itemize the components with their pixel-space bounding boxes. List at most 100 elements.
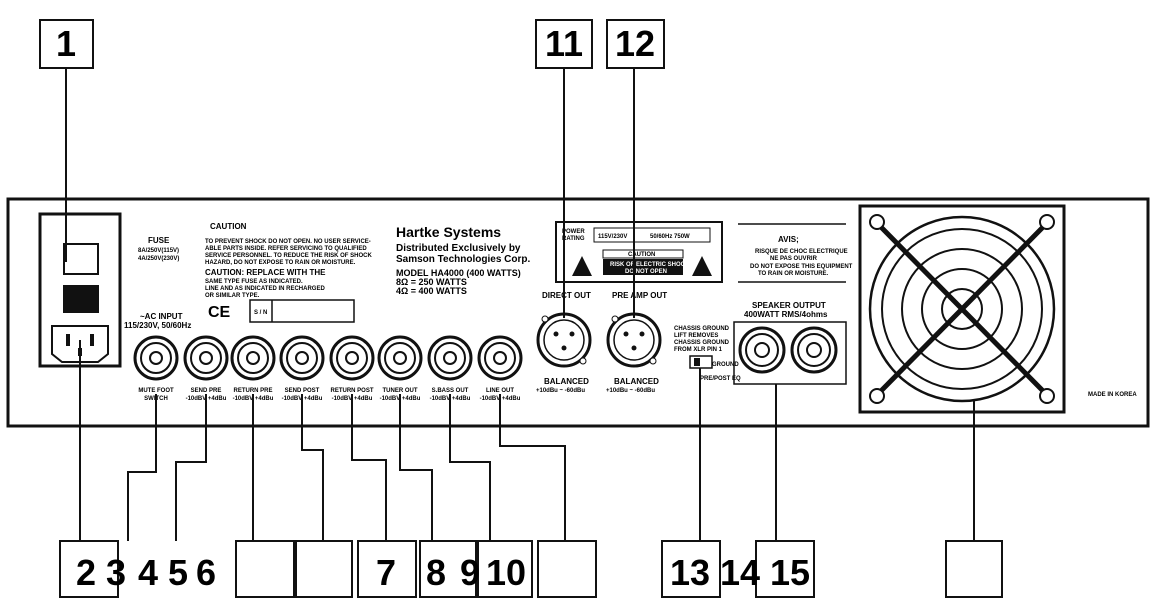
direct-out-xlr[interactable]	[536, 312, 592, 368]
caution-replace-3: OR SIMILAR TYPE.	[205, 293, 260, 299]
jack-7-label: S.BASS OUT	[432, 388, 469, 394]
caution-replace-1: SAME TYPE FUSE AS INDICATED.	[205, 279, 303, 285]
callout-box-6	[477, 540, 533, 598]
bottom-callout-13-label: 13	[670, 552, 710, 593]
jack-4-label: SEND POST	[285, 388, 320, 394]
callout-box-7	[537, 540, 597, 598]
power-label-2: RATING	[562, 236, 585, 242]
avis-line-1: RISQUE DE CHOC ELECTRIQUE	[755, 249, 848, 255]
jack-5[interactable]	[329, 335, 375, 381]
ce-mark: CE	[208, 304, 231, 321]
warning-line-2: DO NOT OPEN	[625, 269, 667, 275]
power-label-1: POWER	[562, 229, 585, 235]
callout-box-2	[235, 540, 295, 598]
avis-line-3: DO NOT EXPOSE THIS EQUIPMENT	[750, 264, 853, 270]
caution-replace-title: CAUTION: REPLACE WITH THE	[205, 268, 326, 277]
power-rating-plate: POWER RATING 115V/230V 50/60Hz 750W CAUT…	[555, 221, 723, 283]
serial-number-box	[249, 299, 355, 323]
fuse-rating-1: 8A/250V(115V)	[138, 248, 179, 254]
preamp-out-label: PRE AMP OUT	[612, 291, 667, 300]
power-value-2: 50/60Hz 750W	[650, 234, 690, 240]
caution-text-4: HAZARD, DO NOT EXPOSE TO RAIN OR MOISTUR…	[205, 260, 356, 266]
bottom-callout-4-label: 5	[168, 552, 188, 593]
jack-6[interactable]	[377, 335, 423, 381]
preamp-balanced-sub: +10dBu ~ -60dBu	[606, 388, 655, 394]
power-switch[interactable]	[63, 243, 99, 275]
ground-lift-text-1: CHASSIS GROUND	[674, 326, 730, 332]
speaker-output-label: SPEAKER OUTPUT	[752, 301, 826, 310]
jack-4[interactable]	[279, 335, 325, 381]
bottom-callout-8-label: 7	[376, 552, 396, 593]
callout-box-5	[419, 540, 477, 598]
caution-title: CAUTION	[210, 222, 247, 231]
callout-box-10	[945, 540, 1003, 598]
preamp-balanced-label: BALANCED	[614, 377, 659, 386]
callout-leader-lines	[65, 68, 975, 541]
callout-1: 1	[39, 19, 94, 69]
callout-box-1	[59, 540, 119, 598]
speaker-output-jack-2[interactable]	[790, 326, 838, 374]
callout-box-8	[661, 540, 721, 598]
caution-text-2: ABLE PARTS INSIDE. REFER SERVICING TO QU…	[205, 246, 367, 252]
jack-8[interactable]	[477, 335, 523, 381]
distributed-by-1: Distributed Exclusively by	[396, 243, 521, 254]
bottom-callout-11-label: 10	[486, 552, 526, 593]
fuse-drawer[interactable]	[63, 285, 99, 313]
avis-title: AVIS;	[778, 235, 799, 244]
callout-11: 11	[535, 19, 593, 69]
ground-sub-label: PRE/POST EQ	[700, 376, 741, 382]
ground-lift-text-3: CHASSIS GROUND	[674, 340, 730, 346]
speaker-output-jack-1[interactable]	[738, 326, 786, 374]
bottom-callout-10-label: 9	[460, 552, 480, 593]
ground-label: GROUND	[712, 362, 739, 368]
made-in-label: MADE IN KOREA	[1088, 392, 1137, 398]
callout-box-3	[295, 540, 353, 598]
bottom-callout-5-label: 6	[196, 552, 216, 593]
bottom-callout-2-label: 3	[106, 552, 126, 593]
jack-8-label: LINE OUT	[486, 388, 514, 394]
callout-box-4	[357, 540, 417, 598]
caution-replace-2: LINE AND AS INDICATED IN RECHARGED	[205, 286, 325, 292]
caution-text-1: TO PREVENT SHOCK DO NOT OPEN. NO USER SE…	[205, 239, 371, 245]
callout-12-label: 12	[615, 23, 655, 64]
callout-12: 12	[606, 19, 665, 69]
jack-1[interactable]	[133, 335, 179, 381]
jack-7[interactable]	[427, 335, 473, 381]
ohm-4-rating: 4Ω = 400 WATTS	[396, 286, 467, 296]
bottom-callout-3-label: 4	[138, 552, 158, 593]
jack-3-label: RETURN PRE	[233, 388, 272, 394]
speaker-output-frame	[733, 321, 847, 385]
bottom-callout-14-label: 14	[720, 552, 760, 593]
warning-line-1: RISK OF ELECTRIC SHOCK	[610, 262, 690, 268]
jack-6-label: TUNER OUT	[383, 388, 418, 394]
ground-lift-switch[interactable]	[689, 355, 713, 369]
direct-balanced-label: BALANCED	[544, 377, 589, 386]
power-value-1: 115V/230V	[598, 234, 627, 240]
speaker-output-rating: 400WATT RMS/4ohms	[744, 310, 828, 319]
ground-lift-text-2: LIFT REMOVES	[674, 333, 718, 339]
distributed-by-2: Samson Technologies Corp.	[396, 254, 530, 265]
callout-box-9	[755, 540, 815, 598]
cooling-fan-grille	[858, 204, 1066, 414]
jack-1-label: MUTE FOOT	[138, 388, 174, 394]
ac-input-label: ~AC INPUT	[140, 312, 183, 321]
callout-1-label: 1	[56, 23, 76, 64]
model-label: MODEL HA4000 (400 WATTS)	[396, 268, 521, 278]
caution-text-3: SERVICE PERSONNEL. TO REDUCE THE RISK OF…	[205, 253, 372, 259]
brand-logo: Hartke Systems	[396, 224, 501, 240]
ground-lift-text-4: FROM XLR PIN 1	[674, 347, 723, 353]
avis-line-4: TO RAIN OR MOISTURE.	[758, 271, 829, 277]
jack-2-label: SEND PRE	[191, 388, 222, 394]
ac-input-rating: 115/230V, 50/60Hz	[124, 321, 191, 330]
jack-3[interactable]	[230, 335, 276, 381]
preamp-out-xlr[interactable]	[606, 312, 662, 368]
serial-label: S / N	[254, 310, 267, 316]
bottom-callout-15-label: 15	[770, 552, 810, 593]
avis-line-2: NE PAS OUVRIR	[770, 256, 818, 262]
ohm-8-rating: 8Ω = 250 WATTS	[396, 277, 467, 287]
fuse-rating-2: 4A/250V(230V)	[138, 256, 179, 262]
jack-2[interactable]	[183, 335, 229, 381]
direct-balanced-sub: +10dBu ~ -60dBu	[536, 388, 585, 394]
